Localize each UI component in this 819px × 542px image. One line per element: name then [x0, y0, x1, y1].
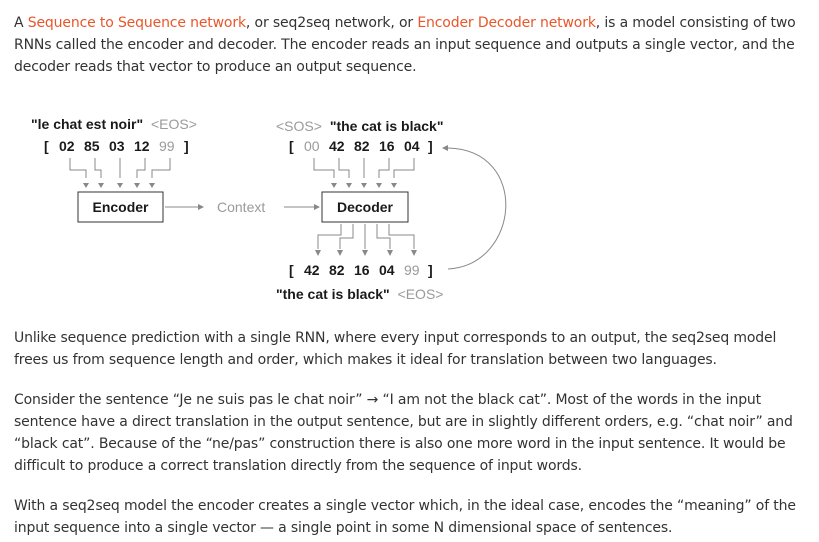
- output-eos: <EOS>: [398, 286, 444, 302]
- input-sentence: "le chat est noir": [31, 116, 143, 132]
- input-sentence-line: "le chat est noir" <EOS>: [31, 116, 197, 132]
- target-ids: [ 00 42 82 16 04 ]: [289, 138, 433, 154]
- output-connectors: [317, 224, 415, 249]
- decoder-box: [321, 191, 409, 223]
- output-ids: [ 42 82 16 04 99 ]: [289, 262, 433, 278]
- encoder-decoder-link[interactable]: Encoder Decoder network: [417, 15, 596, 31]
- output-close-bracket: ]: [428, 262, 433, 278]
- target-token: 04: [404, 138, 420, 154]
- feedback-loop-arrow: [447, 147, 507, 270]
- paragraph-encoder-vector: With a seq2seq model the encoder creates…: [14, 498, 796, 536]
- target-connectors: [313, 158, 415, 178]
- feedback-arrowhead: [442, 145, 448, 151]
- seq2seq-link[interactable]: Sequence to Sequence network: [27, 15, 246, 31]
- target-sentence: "the cat is black": [330, 118, 444, 134]
- target-sos-id: 00: [304, 138, 320, 154]
- input-eos-id: 99: [159, 138, 175, 154]
- input-open-bracket: [: [44, 138, 49, 154]
- output-sentence-line: "the cat is black" <EOS>: [276, 286, 443, 302]
- decoder-label: Decoder: [337, 199, 394, 215]
- target-sentence-line: <SOS> "the cat is black": [276, 118, 443, 134]
- output-token: 16: [354, 262, 370, 278]
- input-token: 03: [109, 138, 125, 154]
- input-token: 02: [59, 138, 75, 154]
- intro-text-end: , is a model consisting of two RNNs call…: [14, 15, 796, 75]
- input-arrowheads: [83, 183, 155, 188]
- intro-text-start: A: [14, 15, 28, 31]
- encoder-label: Encoder: [92, 199, 149, 215]
- output-token: 42: [304, 262, 320, 278]
- input-close-bracket: ]: [184, 138, 189, 154]
- target-token: 16: [379, 138, 395, 154]
- target-token: 42: [329, 138, 345, 154]
- input-token: 12: [134, 138, 150, 154]
- input-eos: <EOS>: [151, 116, 197, 132]
- output-token: 82: [329, 262, 345, 278]
- target-close-bracket: ]: [428, 138, 433, 154]
- paragraph-seq-prediction: Unlike sequence prediction with a single…: [14, 330, 777, 368]
- input-ids: [ 02 85 03 12 99 ]: [44, 138, 189, 154]
- output-token: 04: [379, 262, 395, 278]
- context-label: Context: [217, 199, 265, 215]
- input-connectors: [69, 158, 171, 178]
- encoder-box: [77, 191, 164, 223]
- output-eos-id: 99: [404, 262, 420, 278]
- intro-text-mid: , or seq2seq network, or: [245, 15, 418, 31]
- target-open-bracket: [: [289, 138, 294, 154]
- intro-paragraph: A Sequence to Sequence network, or seq2s…: [14, 12, 814, 78]
- target-sos: <SOS>: [276, 118, 322, 134]
- target-arrowheads: [331, 183, 397, 188]
- target-token: 82: [354, 138, 370, 154]
- paragraph-example-sentence: Consider the sentence “Je ne suis pas le…: [14, 392, 793, 474]
- output-sentence: "the cat is black": [276, 286, 390, 302]
- output-arrowheads: [315, 250, 417, 256]
- output-open-bracket: [: [289, 262, 294, 278]
- input-token: 85: [84, 138, 100, 154]
